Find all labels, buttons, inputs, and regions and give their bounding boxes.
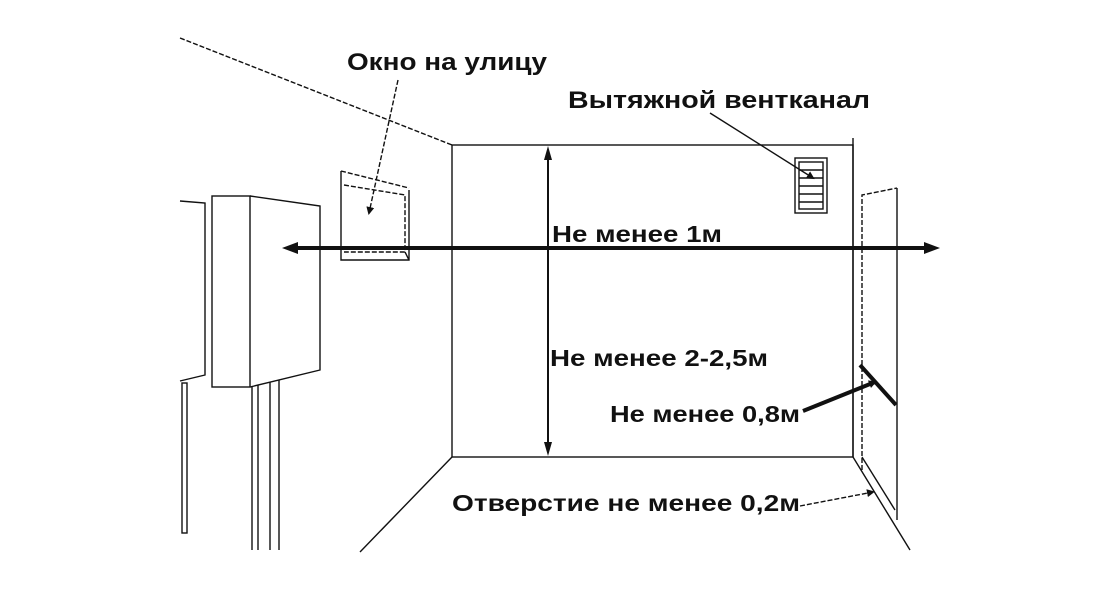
floor-edge-left bbox=[359, 456, 453, 553]
min-height-label: Не менее 2-2,5м bbox=[550, 345, 768, 371]
door-width-label: Не менее 0,8м bbox=[610, 401, 800, 427]
vent-pointer-arrow bbox=[709, 112, 815, 180]
door-width-marker bbox=[858, 363, 898, 407]
door-icon bbox=[852, 187, 911, 551]
door-width-pointer bbox=[802, 380, 877, 413]
window-label: Окно на улицу bbox=[347, 49, 548, 76]
vent-label: Вытяжной вентканал bbox=[568, 87, 870, 114]
opening-pointer-arrow bbox=[799, 489, 875, 507]
min-width-label: Не менее 1м bbox=[552, 221, 722, 247]
window-pointer-arrow bbox=[366, 79, 399, 215]
gas-boiler-icon bbox=[211, 195, 321, 550]
opening-label: Отверстие не менее 0,2м bbox=[452, 490, 800, 516]
left-cabinet bbox=[179, 200, 206, 534]
vent-grille-icon bbox=[794, 157, 828, 214]
